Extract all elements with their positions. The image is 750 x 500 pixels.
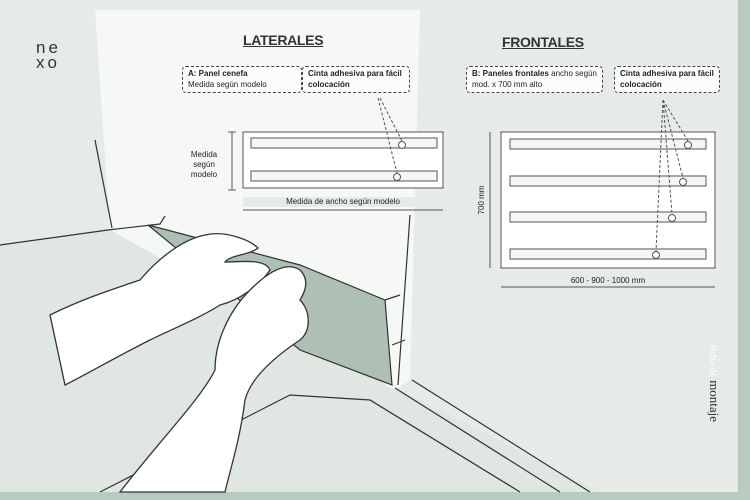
- panel-label-rest: Medida según modelo: [188, 79, 267, 89]
- frontales-width-label: 600 - 900 - 1000 mm: [570, 276, 646, 285]
- panel-label-rest: ancho según mod. x 700 mm alto: [472, 69, 597, 89]
- frontales-panel-label: B: Paneles frontales ancho según mod. x …: [466, 66, 603, 93]
- logo-top: ne: [36, 38, 61, 57]
- laterales-height-label: Medida según modelo: [190, 150, 218, 179]
- panel-label-bold: A: Panel cenefa: [188, 69, 248, 78]
- ficha-light: ficha de: [707, 345, 718, 377]
- laterales-tape-label: Cinta adhesiva para fácil colocación: [302, 66, 410, 93]
- frontales-height-label: 700 mm: [477, 185, 486, 215]
- ficha-de-montaje-label: ficha de montaje: [706, 345, 722, 422]
- frontales-title: FRONTALES: [502, 34, 584, 50]
- ficha-dark: montaje: [707, 380, 722, 423]
- frontales-tape-label: Cinta adhesiva para fácil colocación: [614, 66, 720, 93]
- frontales-panel-diagram: [489, 99, 716, 288]
- panel-label-bold: B: Paneles frontales: [472, 69, 549, 78]
- laterales-panel-diagram: [228, 97, 444, 211]
- logo-bottom: xo: [36, 53, 60, 72]
- laterales-title: LATERALES: [243, 32, 324, 48]
- hands: [49, 233, 309, 493]
- laterales-width-label: Medida de ancho según modelo: [243, 197, 443, 207]
